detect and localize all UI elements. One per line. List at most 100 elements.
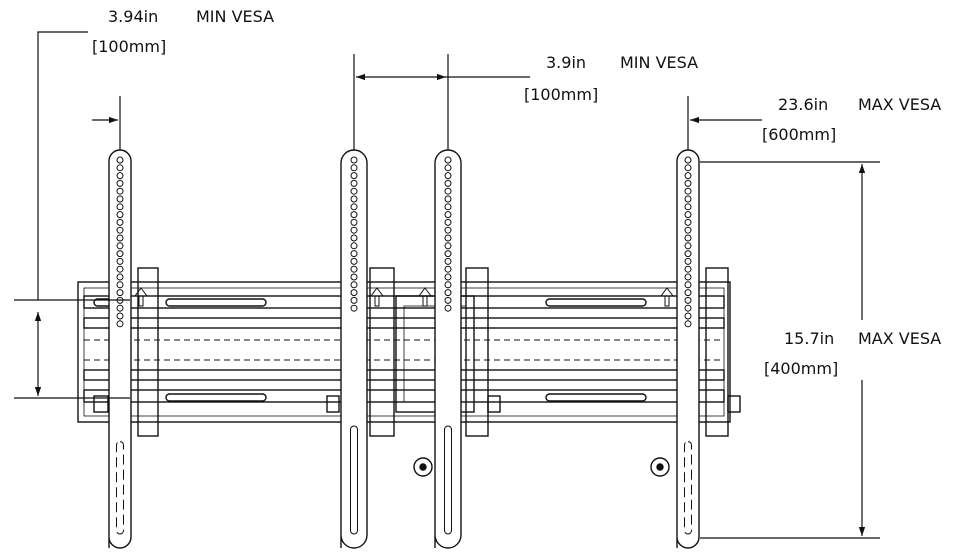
- mounting-hole: [684, 250, 692, 258]
- mounting-hole: [444, 265, 452, 273]
- vertical-arm-outline: [340, 149, 368, 549]
- mounting-hole: [116, 242, 124, 250]
- mounting-hole: [350, 226, 358, 234]
- mounting-hole: [444, 156, 452, 164]
- mounting-hole: [684, 164, 692, 172]
- vertical-arm: [418, 149, 462, 549]
- dim-label-min-vertical: 3.94in MIN VESA [100mm]: [92, 7, 274, 56]
- mounting-hole: [684, 172, 692, 180]
- mounting-hole: [350, 187, 358, 195]
- mounting-hole: [116, 257, 124, 265]
- vertical-arm-outline: [676, 149, 700, 549]
- mounting-hole: [444, 187, 452, 195]
- mounting-hole: [350, 234, 358, 242]
- mounting-hole: [116, 187, 124, 195]
- rail-slot: [545, 393, 647, 402]
- mounting-hole: [684, 234, 692, 242]
- dim-tag: MAX VESA: [858, 329, 941, 348]
- mounting-hole: [116, 211, 124, 219]
- mounting-hole: [116, 195, 124, 203]
- vertical-arm: [340, 149, 384, 549]
- mounting-hole: [684, 218, 692, 226]
- mounting-hole: [116, 289, 124, 297]
- arm-slot: [350, 425, 358, 535]
- mounting-hole: [116, 156, 124, 164]
- mounting-hole: [350, 265, 358, 273]
- dim-label-max-horizontal: 23.6in MAX VESA [600mm]: [762, 95, 941, 144]
- tilt-knob-center: [656, 463, 664, 471]
- vertical-arm: [108, 149, 148, 549]
- mounting-hole: [444, 172, 452, 180]
- vertical-arm-outline: [434, 149, 462, 549]
- mounting-hole: [350, 195, 358, 203]
- mounting-hole: [444, 195, 452, 203]
- vertical-arm-outline: [108, 149, 132, 549]
- dim-metric: [400mm]: [764, 359, 838, 378]
- tilt-arrow-icon: [418, 287, 432, 307]
- mounting-hole: [444, 179, 452, 187]
- dim-metric: [100mm]: [524, 85, 598, 104]
- mounting-hole: [444, 203, 452, 211]
- mounting-hole: [350, 257, 358, 265]
- mounting-hole: [116, 172, 124, 180]
- mounting-hole: [116, 320, 124, 328]
- mounting-hole: [444, 164, 452, 172]
- mounting-hole: [116, 265, 124, 273]
- dim-metric: [100mm]: [92, 37, 166, 56]
- tilt-arrow-icon: [370, 287, 384, 307]
- latch-right: [705, 267, 729, 437]
- knob-right: [727, 395, 741, 413]
- mounting-hole: [116, 234, 124, 242]
- mounting-hole: [350, 296, 358, 304]
- mounting-hole: [444, 234, 452, 242]
- dim-value: 15.7in: [784, 329, 834, 348]
- mounting-hole: [350, 156, 358, 164]
- mounting-hole: [684, 242, 692, 250]
- mounting-hole: [684, 203, 692, 211]
- mounting-hole: [444, 211, 452, 219]
- mounting-hole: [444, 304, 452, 312]
- mounting-hole: [684, 179, 692, 187]
- dim-tag: MAX VESA: [858, 95, 941, 114]
- knob-center-right: [487, 395, 501, 413]
- tilt-arrow-icon: [660, 287, 674, 307]
- mounting-hole: [350, 281, 358, 289]
- mounting-hole: [350, 218, 358, 226]
- mounting-hole: [444, 242, 452, 250]
- rail-slot: [545, 298, 647, 307]
- dimension-lines: [14, 31, 880, 539]
- mounting-hole: [444, 296, 452, 304]
- mounting-hole: [684, 312, 692, 320]
- mounting-hole: [116, 304, 124, 312]
- tilt-knobs: [413, 457, 670, 477]
- mounting-hole: [684, 289, 692, 297]
- mounting-hole: [444, 273, 452, 281]
- dim-value: 3.94in: [108, 7, 158, 26]
- tilt-arrow-icon: [134, 287, 148, 307]
- mounting-hole: [116, 203, 124, 211]
- mounting-hole: [350, 203, 358, 211]
- mounting-hole: [684, 296, 692, 304]
- arm-slot: [444, 425, 452, 535]
- mounting-hole: [444, 281, 452, 289]
- mounting-hole: [684, 273, 692, 281]
- mounting-hole: [350, 211, 358, 219]
- latch-left: [137, 267, 159, 437]
- mounting-hole: [350, 289, 358, 297]
- mount-frame: [77, 267, 741, 437]
- knob-center-left: [326, 395, 340, 413]
- mounting-hole: [116, 164, 124, 172]
- dim-tag: MIN VESA: [620, 53, 698, 72]
- mounting-hole: [444, 226, 452, 234]
- rail-slot: [165, 298, 267, 307]
- mounting-hole: [350, 164, 358, 172]
- mounting-hole: [684, 304, 692, 312]
- dim-label-max-vertical: 15.7in MAX VESA [400mm]: [764, 329, 941, 378]
- mounting-hole: [116, 273, 124, 281]
- mounting-hole: [684, 257, 692, 265]
- latch-center-left: [369, 267, 395, 437]
- mounting-hole: [116, 179, 124, 187]
- dim-value: 23.6in: [778, 95, 828, 114]
